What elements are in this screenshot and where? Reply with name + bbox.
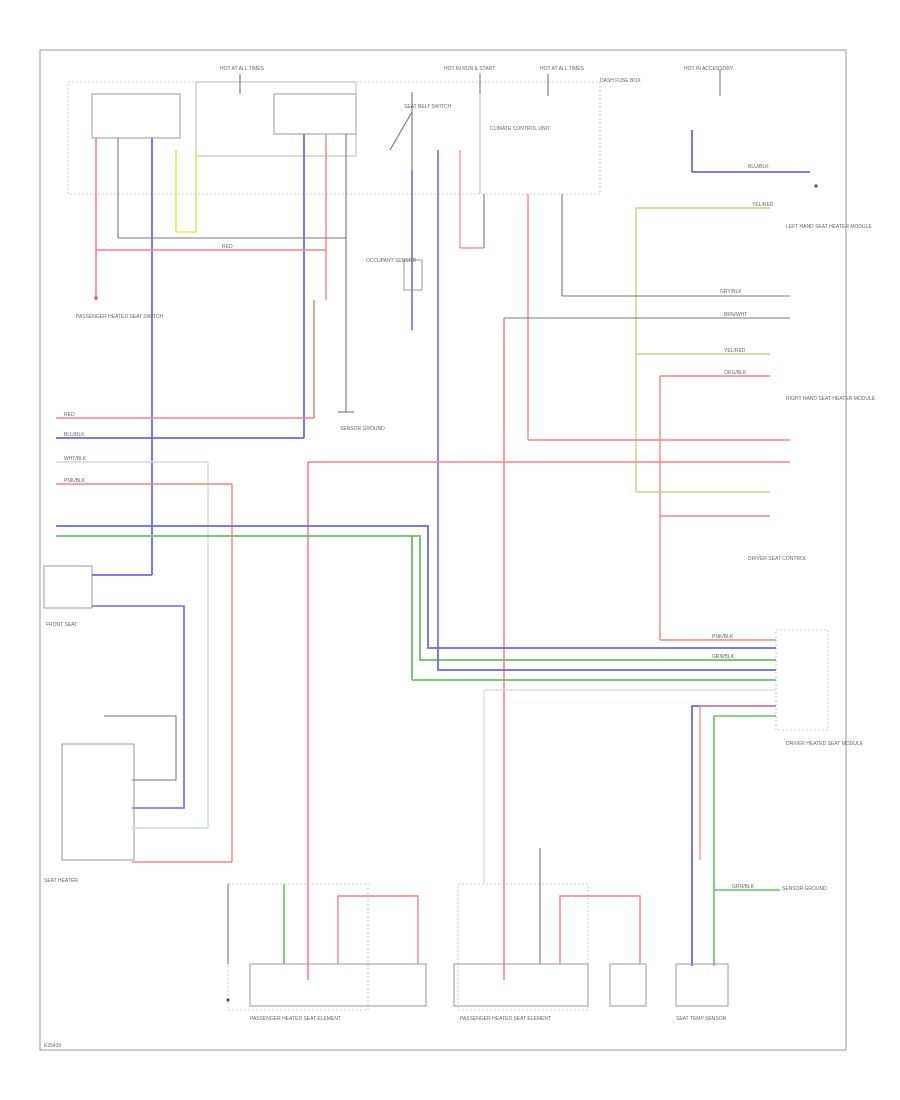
pass-seat-element-left: PASSENGER HEATED SEAT ELEMENT: [250, 1016, 341, 1022]
dash-fuse-box-label: DASH FUSE BOX: [600, 78, 641, 84]
occupant-sensor-box: [43, 565, 93, 609]
relay-left: [91, 93, 181, 139]
wire-red-loop-right: [559, 895, 641, 964]
left-bottom-module-frame: [227, 883, 369, 1011]
ground-dot-top-right: [814, 184, 818, 188]
left-bottom-module: [249, 963, 427, 1007]
pass-seat-element-right: PASSENGER HEATED SEAT ELEMENT: [460, 1016, 551, 1022]
seat-temp-sensor-label: SEAT TEMP SENSOR: [676, 1016, 727, 1022]
tan-tag-top: YEL/RED: [752, 202, 774, 208]
wire-blue-harness-2: [437, 650, 776, 671]
grn-tag-sensor: GRN/BLK: [732, 884, 755, 890]
figure-code: E25436: [44, 1043, 61, 1049]
wire-red-to-sensor: [699, 705, 776, 860]
top-right-blue-tag: BLU/BLK: [748, 164, 769, 170]
grn-tag-conn: GRN/BLK: [712, 654, 735, 660]
seat-belt-switch-label: SEAT BELT SWITCH: [404, 104, 452, 110]
occupant-sensor-label: OCCUPANT SENSOR: [366, 258, 416, 264]
brn-tag: BRN/WHT: [724, 312, 747, 318]
hot-accessory: HOT IN ACCESSORY: [684, 66, 734, 72]
right-hand-module-label: RIGHT HAND SEAT HEATER MODULE: [786, 396, 876, 402]
wire-blue-front-seat: [92, 605, 185, 809]
pnk-tag-left: PNK/BLK: [64, 478, 86, 484]
connector-right: [775, 629, 829, 731]
wht-tag-left: WHT/BLK: [64, 456, 87, 462]
driver-seat-control-label: DRIVER SEAT CONTROL: [748, 556, 807, 562]
wire-green-harness-1: [56, 535, 776, 661]
center-bottom-module: [453, 963, 589, 1007]
passenger-switch-label: PASSENGER HEATED SEAT SWITCH: [76, 314, 164, 320]
wire-blue-harness-1: [56, 525, 776, 649]
resistor-block: [403, 259, 423, 291]
hot-run-start: HOT IN RUN & START: [444, 66, 495, 72]
red-tag-left: RED: [64, 412, 75, 418]
front-seat-box: [61, 743, 135, 861]
splice-red: [94, 296, 98, 300]
left-hand-module-label: LEFT HAND SEAT HEATER MODULE: [786, 224, 872, 230]
hot-all-times-right: HOT AT ALL TIMES: [540, 66, 585, 72]
switch-lever: [389, 111, 413, 151]
control-unit-label: CLIMATE CONTROL UNIT: [490, 126, 550, 132]
gry-tag: GRY/BLK: [720, 289, 742, 295]
wire-blk-seat: [104, 715, 177, 781]
red-bus-tag: RED: [222, 244, 233, 250]
sensor-ground-label: SENSOR GROUND: [340, 426, 385, 432]
seat-temp-sensor-box: [675, 963, 729, 1007]
right-small-module: [609, 963, 647, 1007]
pnk-tag-conn: PNK/BLK: [712, 634, 734, 640]
diagram-border: [39, 49, 847, 1051]
ground-dot-bottom: [226, 998, 230, 1002]
blu-tag-left: BLU/BLK: [64, 432, 85, 438]
wire-red-loop-left: [337, 895, 419, 964]
front-seat-label: FRONT SEAT: [46, 622, 77, 628]
wire-green-to-sensor: [713, 715, 776, 966]
center-bottom-module-frame: [457, 883, 589, 1011]
seat-heater-label: SEAT HEATER: [44, 878, 78, 884]
tan-tag-mid: YEL/RED: [724, 348, 746, 354]
hot-all-times-left: HOT AT ALL TIMES: [220, 66, 265, 72]
driver-module-label: DRIVER HEATED SEAT MODULE: [786, 741, 864, 747]
sensor-ground-lower: SENSOR GROUND: [782, 886, 827, 892]
relay-block-frame: [195, 81, 357, 157]
wire-blue-to-sensor: [691, 705, 776, 966]
org-tag: ORG/BLK: [724, 370, 747, 376]
relay-center: [273, 93, 357, 135]
